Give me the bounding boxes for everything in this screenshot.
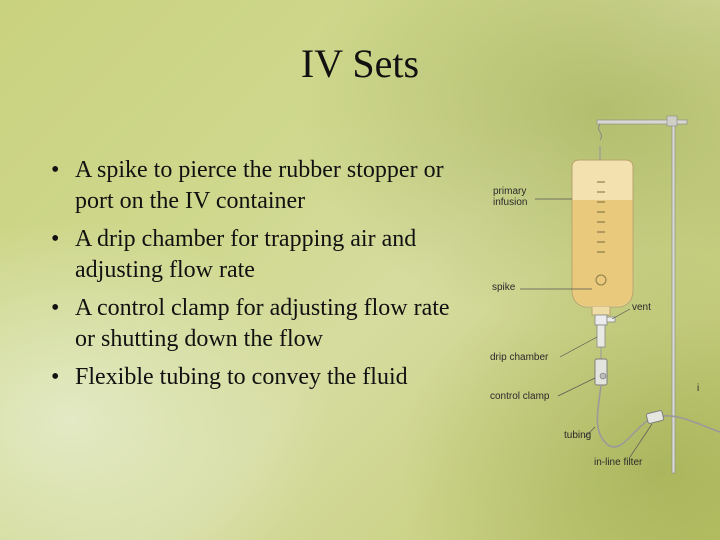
bullet-glyph: • [51, 157, 60, 183]
iv-bag [571, 146, 634, 316]
iv-pole [596, 115, 688, 474]
bullet-item: • Flexible tubing to convey the fluid [45, 362, 475, 393]
label-primary-infusion: primary infusion [493, 186, 527, 208]
label-vent: vent [632, 302, 651, 313]
bullet-item: • A control clamp for adjusting flow rate… [45, 293, 475, 355]
label-control-clamp: control clamp [490, 391, 550, 402]
bullet-list: • A spike to pierce the rubber stopper or… [45, 155, 475, 400]
slide-title: IV Sets [300, 41, 420, 86]
control-clamp [594, 358, 608, 386]
label-leader-lines [520, 198, 653, 458]
bullet-text: A control clamp for adjusting flow rate … [75, 295, 450, 352]
iv-set-illustration [520, 115, 720, 474]
bullet-glyph: • [51, 295, 60, 321]
bullet-text: Flexible tubing to convey the fluid [75, 364, 408, 390]
tubing [596, 384, 720, 448]
label-edge-mark: i [697, 383, 700, 394]
bullet-glyph: • [51, 226, 60, 252]
label-inline-filter: in-line filter [594, 457, 643, 468]
bullet-text: A spike to pierce the rubber stopper or … [75, 157, 444, 214]
bullet-glyph: • [51, 364, 60, 390]
spike [594, 314, 616, 326]
iv-set-diagram: primary infusion spike vent drip chamber… [480, 112, 720, 477]
label-primary-infusion-line1: primary [493, 186, 527, 197]
bullet-item: • A spike to pierce the rubber stopper or… [45, 155, 475, 217]
inline-filter [646, 410, 664, 424]
label-tubing: tubing [564, 430, 592, 441]
label-primary-infusion-line2: infusion [493, 197, 528, 208]
label-spike: spike [492, 282, 516, 293]
bullet-item: • A drip chamber for trapping air and adj… [45, 224, 475, 286]
drip-chamber [596, 324, 606, 359]
label-drip-chamber: drip chamber [490, 352, 549, 363]
bullet-text: A drip chamber for trapping air and adju… [75, 226, 417, 283]
